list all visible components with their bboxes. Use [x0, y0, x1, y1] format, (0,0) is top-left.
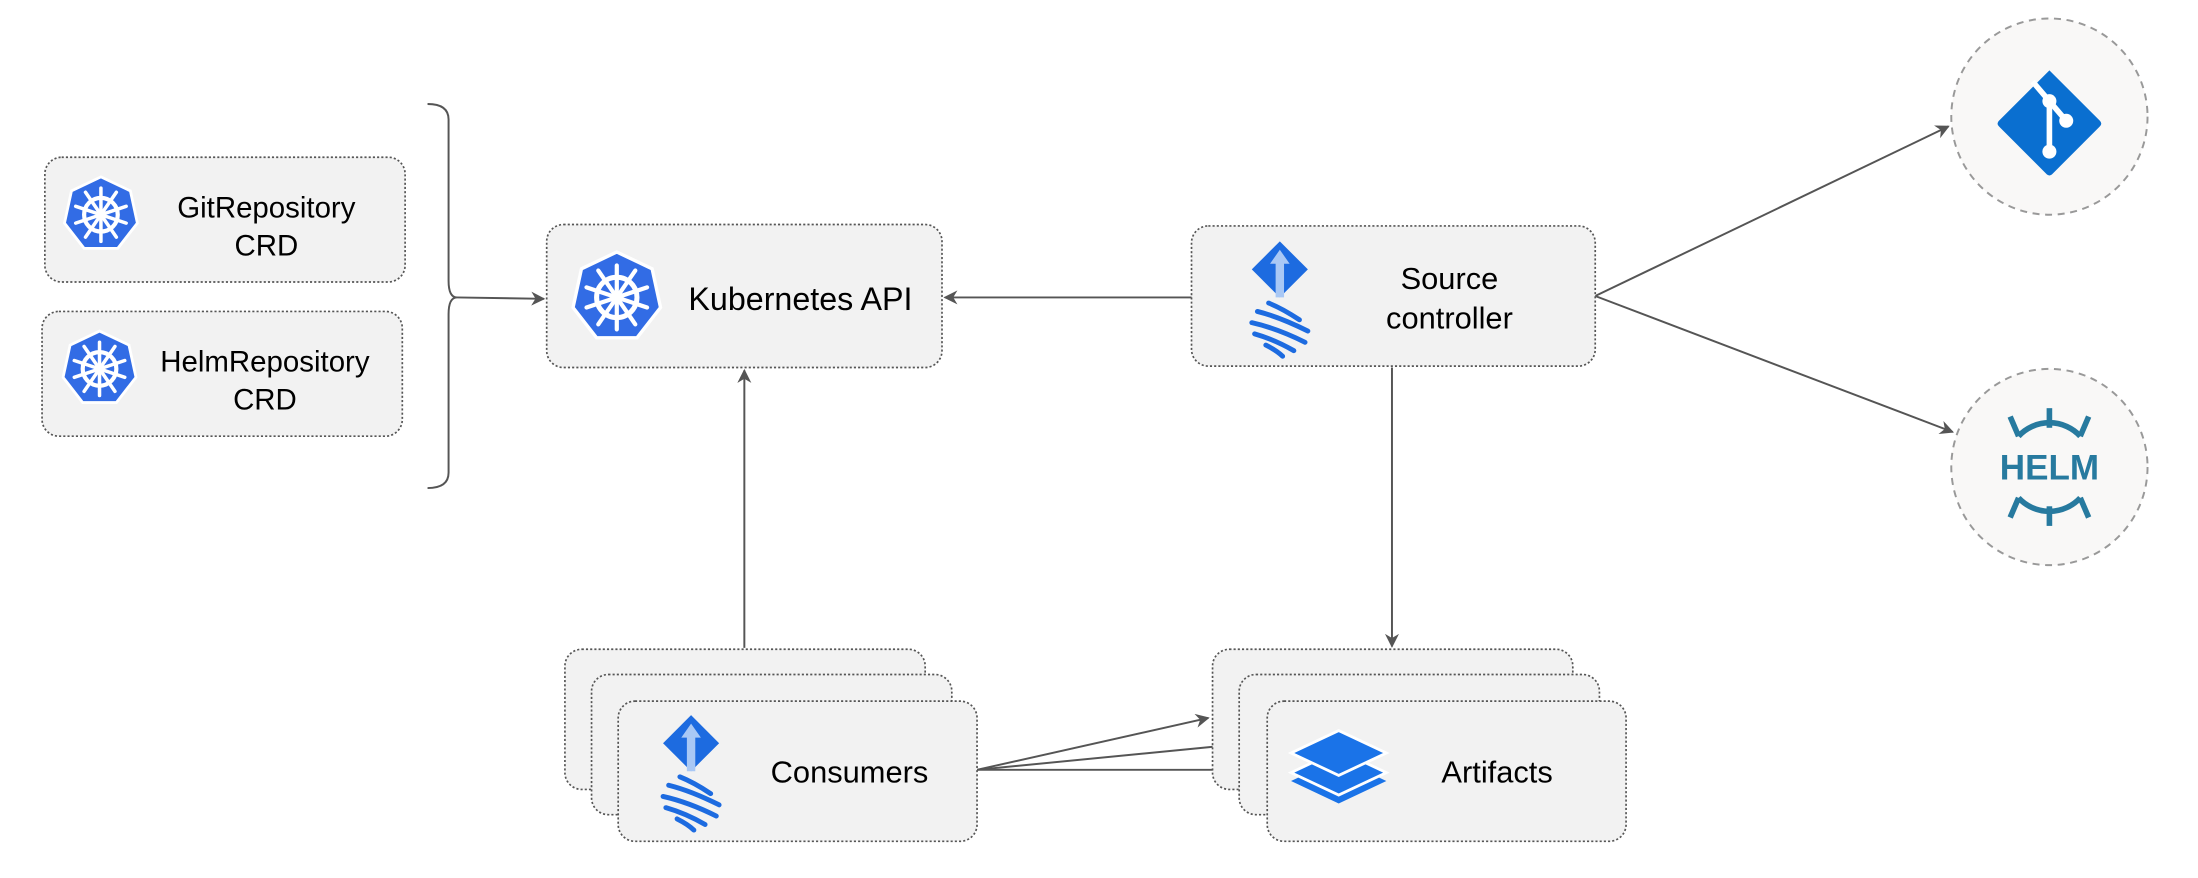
- edge-source-controller-to-git: [1594, 125, 1950, 297]
- helm-logo-text: HELM: [2000, 449, 2099, 488]
- kubernetes-icon: [64, 177, 137, 248]
- kubernetes-icon: [573, 252, 660, 338]
- source-controller-label-line2: controller: [1386, 300, 1513, 335]
- consumers-node[interactable]: Consumers: [564, 648, 978, 843]
- git-repository-crd-label: CRD: [234, 229, 298, 262]
- helm-repository-label: HelmRepository: [160, 346, 370, 379]
- edge-consumers-to-artifacts-2: [976, 738, 1237, 771]
- layers-icon: [1287, 729, 1390, 804]
- kubernetes-api-label: Kubernetes API: [688, 281, 912, 317]
- edge-consumers-to-artifacts-1: [976, 713, 1210, 771]
- artifacts-node[interactable]: Artifacts: [1211, 648, 1627, 843]
- helm-repository-crd-label: CRD: [233, 384, 297, 417]
- helm-icon: [2007, 408, 2092, 526]
- edge-source-controller-to-helm: [1594, 295, 1954, 435]
- consumers-label: Consumers: [771, 754, 929, 789]
- edge-crds-to-kubernetes-api: [456, 291, 546, 306]
- source-controller-label-line1: Source: [1401, 261, 1499, 296]
- kubernetes-api-node[interactable]: Kubernetes API: [545, 223, 943, 369]
- crd-brace: [427, 102, 458, 490]
- git-icon: [1997, 70, 2102, 176]
- git-repository-label: GitRepository: [177, 192, 356, 225]
- git-node[interactable]: [1950, 17, 2149, 216]
- helm-node[interactable]: HELM: [1950, 367, 2149, 567]
- source-controller-node[interactable]: Source controller: [1190, 225, 1597, 367]
- kubernetes-icon: [63, 331, 136, 402]
- helm-repository-crd-node[interactable]: HelmRepository CRD: [41, 310, 404, 438]
- artifacts-label: Artifacts: [1441, 754, 1552, 789]
- git-repository-crd-node[interactable]: GitRepository CRD: [44, 156, 406, 283]
